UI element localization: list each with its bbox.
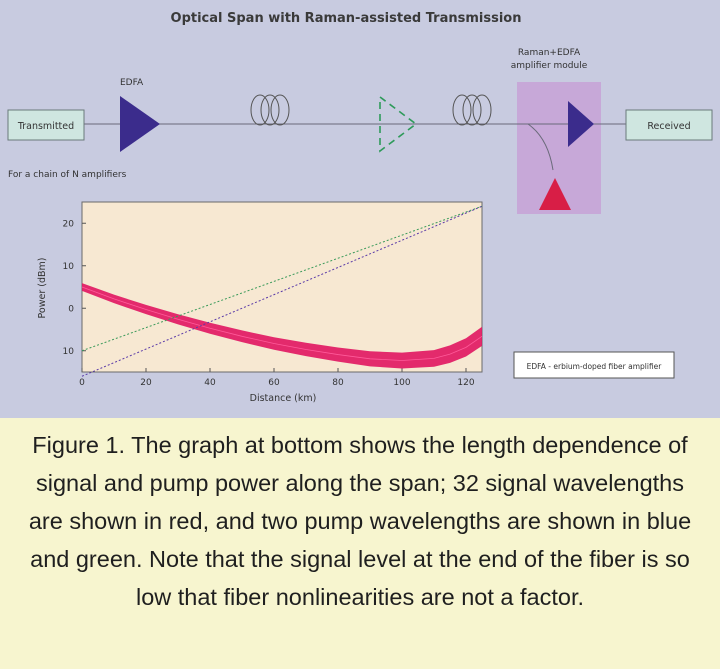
module-edfa-icon [568,101,594,147]
receiver-label: Received [647,121,690,132]
y-tick-label: 10 [63,262,75,272]
edfa-amplifier-icon [120,96,160,152]
figure-title: Optical Span with Raman-assisted Transmi… [171,11,522,26]
x-tick-label: 40 [204,378,216,388]
chain-label: For a chain of N amplifiers [8,170,127,180]
module-label-line1: Raman+EDFA [518,48,581,58]
y-tick-label: 20 [63,219,75,229]
figure-caption: Figure 1. The graph at bottom shows the … [28,432,692,610]
y-tick-label: 10 [63,347,75,357]
transmitter-box [7,109,85,141]
series-layer [81,205,483,377]
x-tick-label: 100 [393,378,410,388]
module-label-line2: amplifier module [511,61,588,71]
edfa-label: EDFA [120,78,144,88]
figure-svg: Optical Span with Raman-assisted Transmi… [7,11,713,404]
x-tick-label: 60 [268,378,280,388]
x-tick-label: 120 [457,378,474,388]
x-tick-label: 80 [332,378,344,388]
pump-coupler-line [527,123,554,171]
series-signal-band [82,283,482,369]
series-signal-line [81,286,483,361]
legend-box [513,351,675,379]
raman-pump-icon [539,178,571,210]
x-tick-label: 20 [140,378,152,388]
series-pump-blue-line [81,205,483,377]
x-tick-label: 0 [79,378,85,388]
caption-area: Figure 1. The graph at bottom shows the … [0,418,720,669]
receiver-box [625,109,713,141]
figure-panel: Optical Span with Raman-assisted Transmi… [0,0,720,418]
fiber-coil-icon [250,94,290,126]
y-axis-label: Power (dBm) [37,258,48,319]
fiber-coil-icon-2 [452,94,492,126]
legend-text: EDFA - erbium-doped fiber amplifier [527,362,663,371]
transmitter-label: Transmitted [17,121,74,132]
y-tick-label: 0 [68,304,74,314]
x-axis-label: Distance (km) [250,393,317,404]
series-pump-green-line [81,205,483,352]
